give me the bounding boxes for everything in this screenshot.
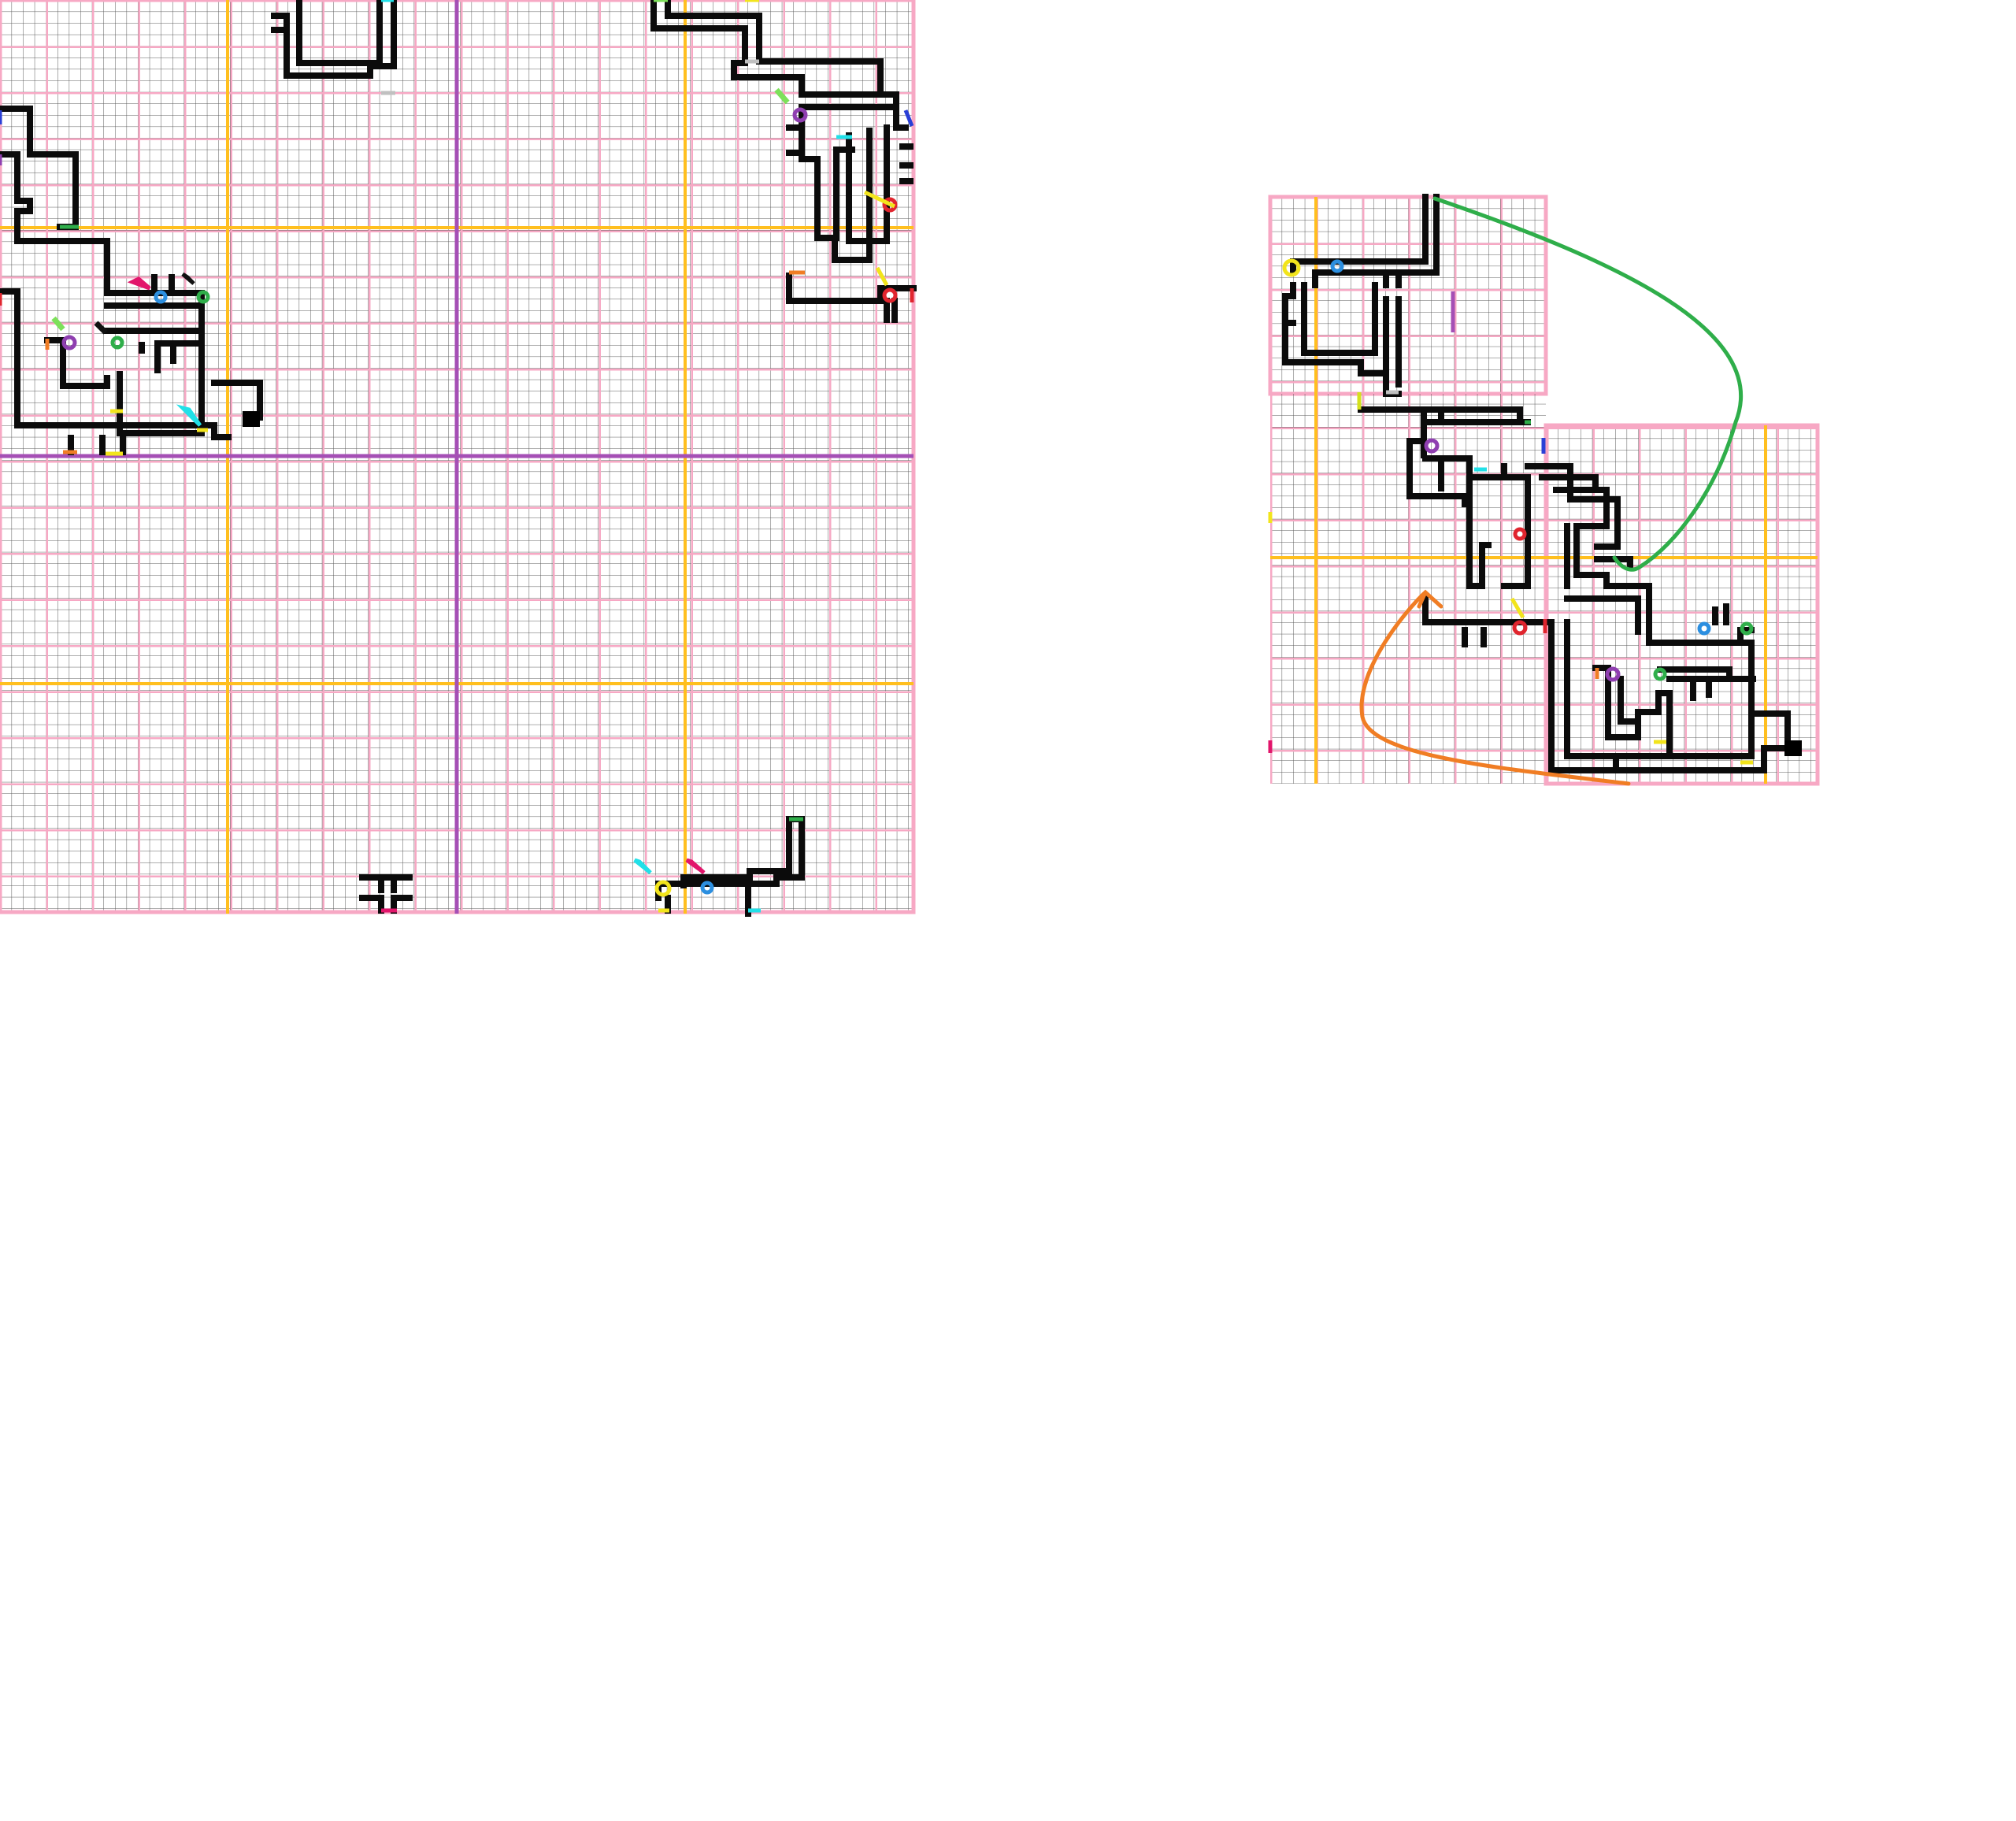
overview-map[interactable] — [0, 0, 914, 914]
assembled-map[interactable] — [1270, 197, 1818, 784]
exit-block[interactable] — [1784, 740, 1802, 756]
exit-block[interactable] — [243, 411, 260, 427]
